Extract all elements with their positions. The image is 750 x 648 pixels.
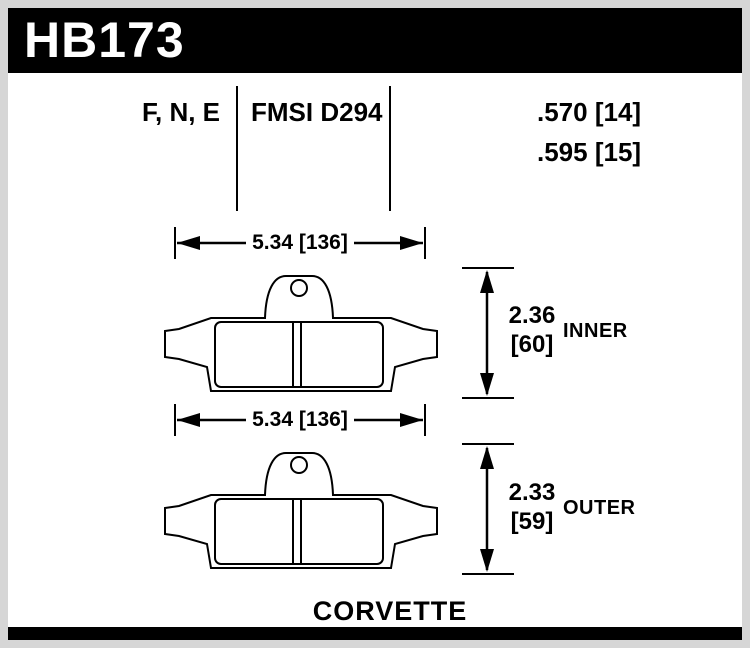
width-arrow-outer [174, 404, 426, 436]
divider-line-1 [236, 86, 238, 211]
vehicle-name: CORVETTE [312, 596, 468, 626]
outer-height-in: 2.33 [508, 479, 556, 506]
header-bar: HB173 [8, 8, 742, 73]
outer-height-dimension [460, 443, 516, 575]
part-number: HB173 [24, 12, 185, 68]
inner-width-value: 5.34 [136] [252, 231, 348, 254]
inner-label: INNER [563, 320, 628, 342]
inner-height-dimension [460, 267, 516, 399]
compound-codes: F, N, E [142, 97, 221, 127]
inner-height-mm: [60] [510, 331, 554, 358]
inner-height-values: 2.36 [60] [500, 301, 564, 359]
pad-thickness-1: .570 [14] [537, 97, 642, 127]
outer-height-values: 2.33 [59] [500, 478, 564, 536]
fmsi-number: FMSI D294 [251, 97, 383, 127]
divider-line-2 [389, 86, 391, 211]
inner-pad-drawing [164, 275, 438, 392]
pad-thickness-2: .595 [15] [537, 137, 642, 167]
height-arrow-outer [462, 443, 514, 575]
footer-bar [8, 627, 742, 640]
outer-width-dimension [174, 404, 426, 436]
width-arrow-inner [174, 227, 426, 259]
inner-width-dimension [174, 227, 426, 259]
outer-width-value: 5.34 [136] [252, 408, 348, 431]
sheet-background [8, 8, 742, 640]
inner-height-in: 2.36 [508, 302, 556, 329]
outer-pad-drawing [164, 452, 438, 569]
outer-height-mm: [59] [510, 508, 554, 535]
outer-label: OUTER [563, 497, 636, 519]
height-arrow-inner [462, 267, 514, 399]
